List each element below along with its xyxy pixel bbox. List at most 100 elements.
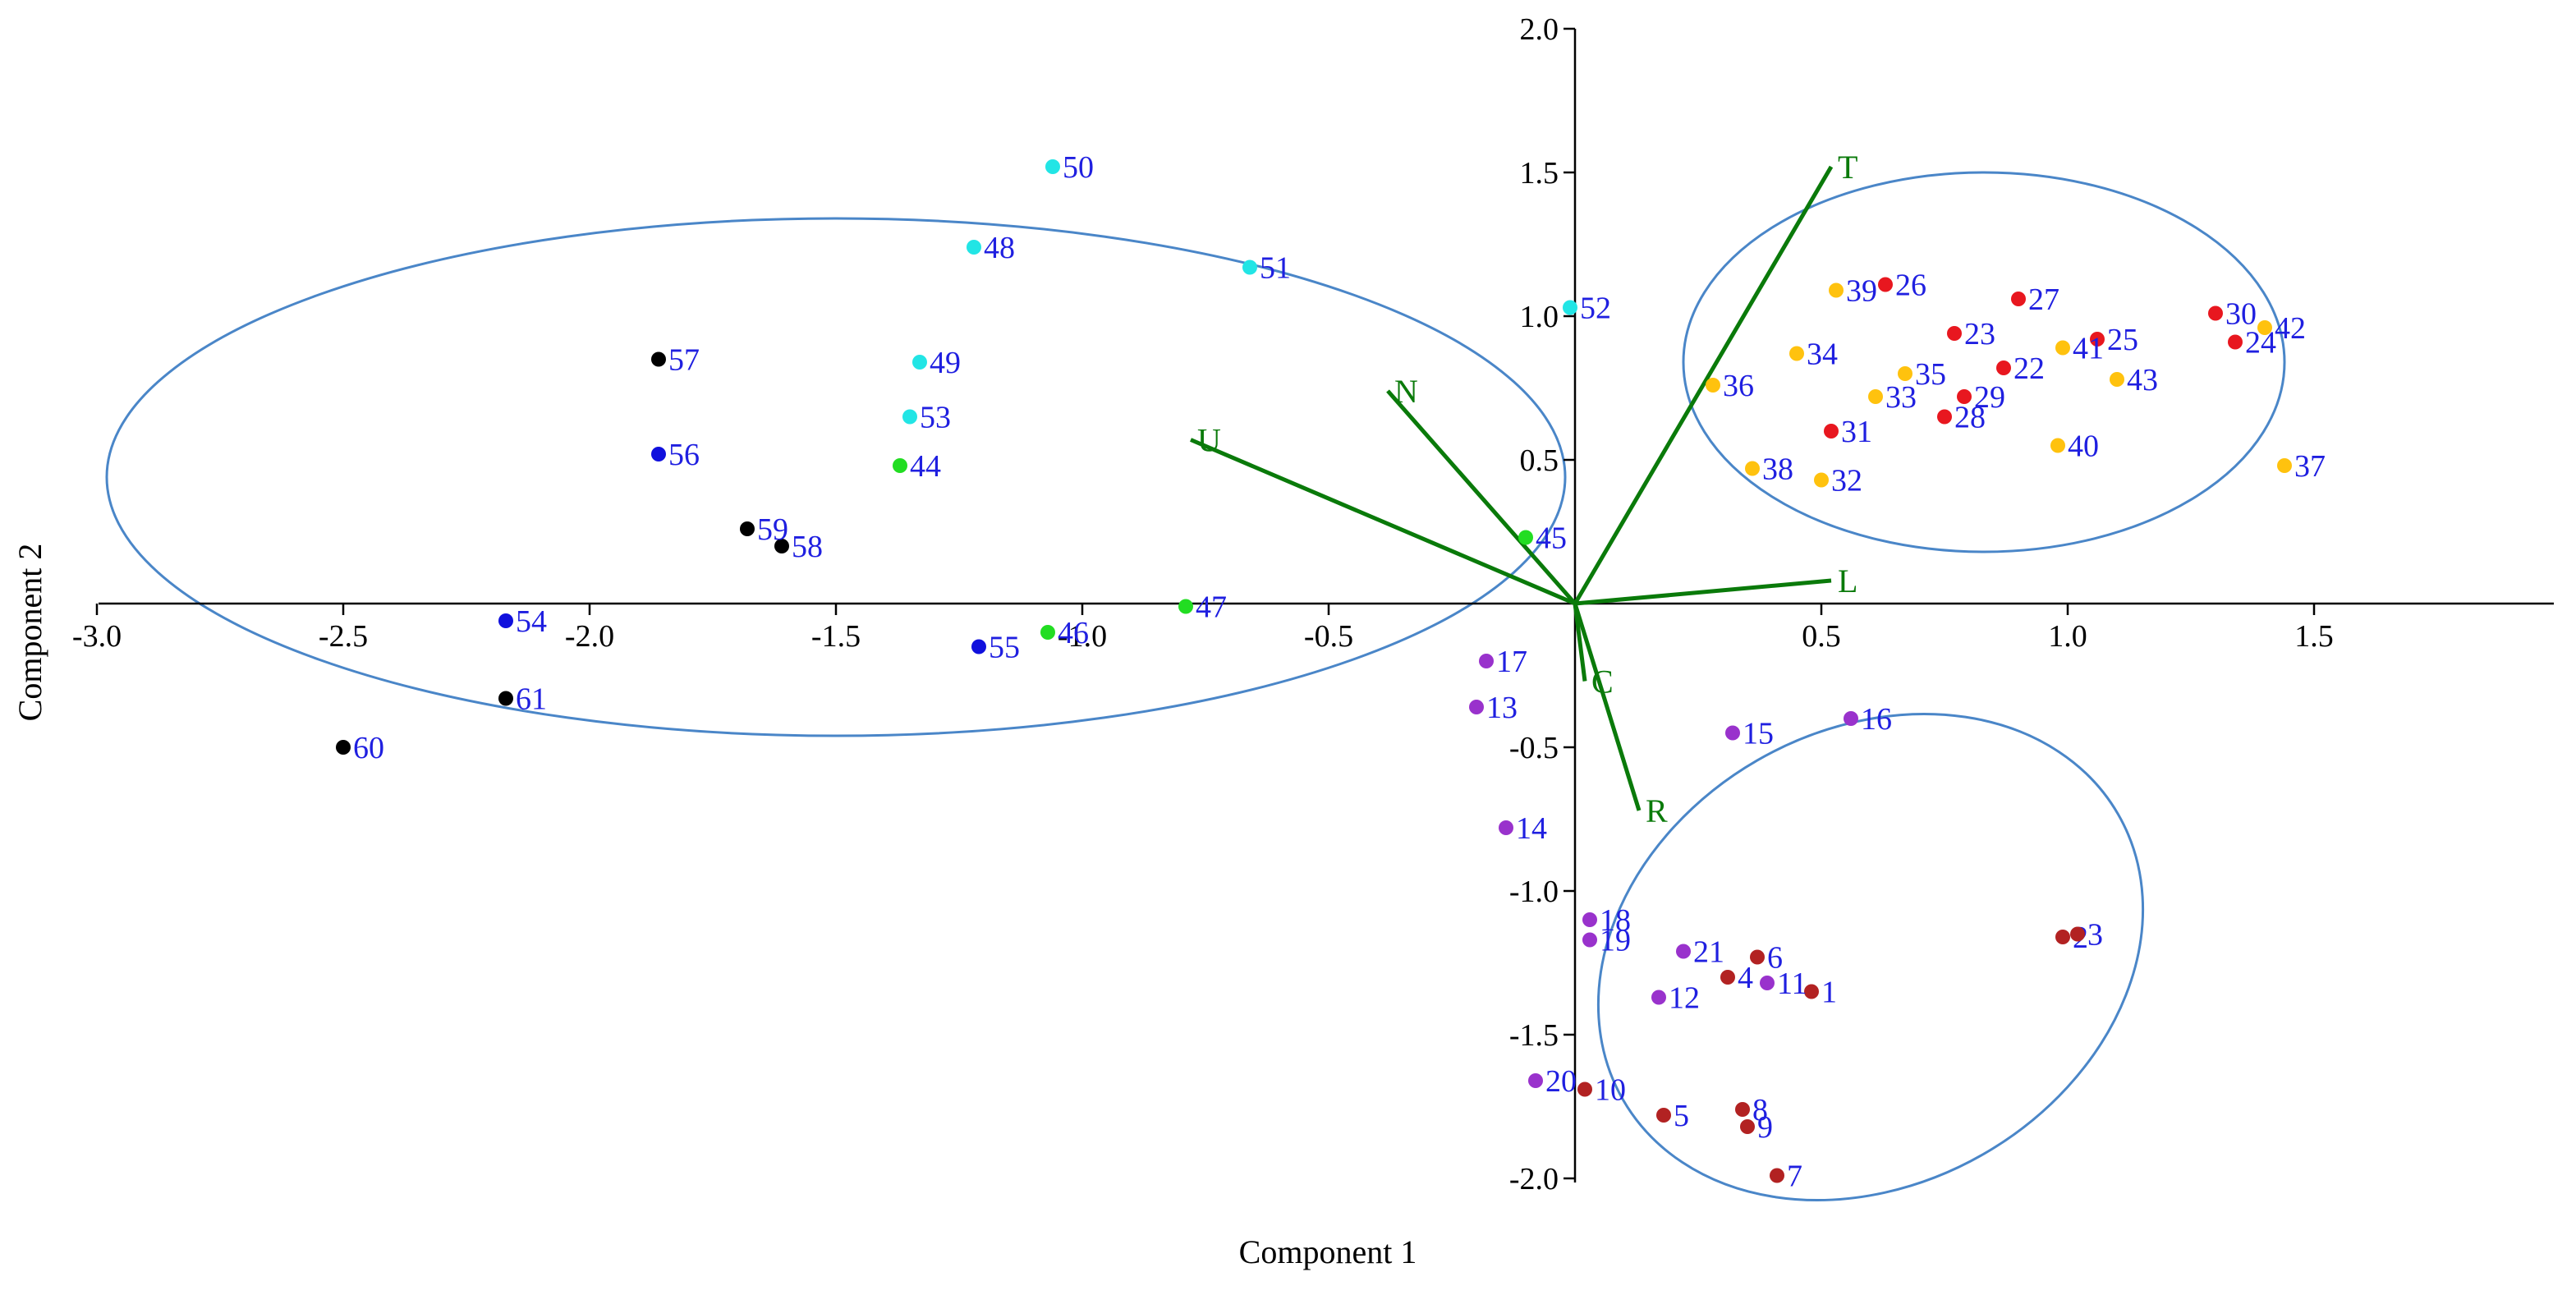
score-point-label-46: 46 xyxy=(1058,616,1089,650)
score-point-label-34: 34 xyxy=(1807,338,1838,372)
cluster-ellipse-2 xyxy=(1682,171,2286,553)
score-point-52 xyxy=(1563,300,1577,315)
x-tick-label: -1.0 xyxy=(1058,619,1107,654)
score-point-53 xyxy=(902,409,917,425)
score-point-26 xyxy=(1878,277,1893,292)
score-point-54 xyxy=(498,613,513,628)
score-point-label-10: 10 xyxy=(1595,1073,1626,1108)
score-point-35 xyxy=(1898,366,1912,381)
score-point-12 xyxy=(1651,990,1666,1005)
score-point-57 xyxy=(651,351,666,367)
score-point-40 xyxy=(2050,438,2065,453)
score-point-20 xyxy=(1528,1073,1543,1088)
x-tick-label: -1.5 xyxy=(811,619,861,654)
score-point-56 xyxy=(651,447,666,462)
score-point-label-15: 15 xyxy=(1743,717,1774,751)
score-point-label-48: 48 xyxy=(984,231,1015,265)
score-point-2 xyxy=(2055,930,2070,944)
score-point-label-51: 51 xyxy=(1260,251,1291,286)
score-point-label-12: 12 xyxy=(1669,981,1700,1016)
score-point-label-58: 58 xyxy=(792,530,823,564)
score-point-label-37: 37 xyxy=(2294,449,2326,484)
score-point-34 xyxy=(1789,346,1804,361)
score-point-label-52: 52 xyxy=(1580,292,1611,326)
score-point-24 xyxy=(2228,334,2243,350)
score-point-label-55: 55 xyxy=(989,631,1020,665)
score-point-49 xyxy=(912,355,927,370)
score-point-59 xyxy=(740,521,755,536)
score-point-41 xyxy=(2055,340,2070,356)
score-point-45 xyxy=(1518,530,1533,545)
loading-label-t: T xyxy=(1838,149,1857,186)
score-point-9 xyxy=(1740,1119,1755,1134)
loading-vector-u xyxy=(1190,438,1576,606)
score-point-18 xyxy=(1582,912,1597,927)
score-point-label-57: 57 xyxy=(668,343,700,378)
score-point-label-27: 27 xyxy=(2028,282,2059,317)
score-point-label-5: 5 xyxy=(1674,1099,1689,1133)
score-point-label-31: 31 xyxy=(1841,415,1872,449)
score-point-29 xyxy=(1957,389,1972,404)
score-point-label-36: 36 xyxy=(1723,369,1754,403)
score-points: 1234567891011121314151617181920212223242… xyxy=(336,150,2326,1194)
score-point-21 xyxy=(1676,944,1691,959)
loading-vector-n xyxy=(1386,389,1577,605)
score-point-28 xyxy=(1937,409,1952,425)
score-point-11 xyxy=(1760,976,1775,990)
score-point-label-9: 9 xyxy=(1757,1110,1773,1145)
x-tick-label: -2.0 xyxy=(565,619,614,654)
y-tick-label: 1.5 xyxy=(1520,156,1559,191)
y-tick-label: 0.5 xyxy=(1520,443,1559,478)
score-point-label-30: 30 xyxy=(2225,297,2257,332)
score-point-label-56: 56 xyxy=(668,438,700,472)
axes: -3.0 -2.5 -2.0 -1.5 -1.0 -0.5 0.5 1.0 1.5 2.0 1.5 1… xyxy=(72,12,2554,1196)
score-point-label-49: 49 xyxy=(930,346,961,380)
score-point-39 xyxy=(1829,282,1844,298)
score-point-label-61: 61 xyxy=(516,682,547,717)
score-point-25 xyxy=(2090,332,2105,347)
score-point-label-47: 47 xyxy=(1196,590,1227,625)
score-point-27 xyxy=(2011,292,2026,306)
score-point-38 xyxy=(1745,461,1760,476)
score-point-label-35: 35 xyxy=(1915,357,1946,392)
y-tick-label: -1.0 xyxy=(1509,875,1559,909)
y-tick-label: -0.5 xyxy=(1509,731,1559,765)
y-tick-label: 2.0 xyxy=(1520,12,1559,47)
score-point-label-19: 19 xyxy=(1600,924,1631,958)
x-tick-label: -2.5 xyxy=(319,619,368,654)
score-point-44 xyxy=(893,458,907,473)
score-point-label-59: 59 xyxy=(757,512,788,547)
score-point-label-29: 29 xyxy=(1974,380,2005,415)
loading-label-r: R xyxy=(1646,792,1668,829)
score-point-46 xyxy=(1040,625,1055,640)
x-axis-title: Component 1 xyxy=(1239,1233,1417,1270)
x-tick-label: -3.0 xyxy=(72,619,122,654)
score-point-label-1: 1 xyxy=(1821,976,1837,1010)
score-point-31 xyxy=(1824,424,1839,439)
score-point-label-8: 8 xyxy=(1752,1093,1768,1127)
y-axis-title: Component 2 xyxy=(11,544,48,722)
score-point-32 xyxy=(1814,472,1829,488)
loading-vector-t xyxy=(1573,165,1834,605)
score-point-label-45: 45 xyxy=(1536,521,1567,556)
score-point-label-43: 43 xyxy=(2127,363,2158,397)
score-point-8 xyxy=(1735,1102,1750,1117)
x-tick-label: -0.5 xyxy=(1304,619,1353,654)
score-point-22 xyxy=(1996,360,2011,375)
score-point-label-40: 40 xyxy=(2068,429,2099,464)
score-point-label-20: 20 xyxy=(1545,1064,1577,1099)
score-point-4 xyxy=(1720,970,1735,985)
loading-label-l: L xyxy=(1838,563,1857,599)
score-point-37 xyxy=(2277,458,2292,473)
loading-vector-l xyxy=(1574,578,1832,606)
loading-label-u: U xyxy=(1197,422,1221,459)
score-point-label-41: 41 xyxy=(2073,332,2104,366)
score-point-58 xyxy=(774,539,789,553)
x-tick-label: 1.5 xyxy=(2294,619,2334,654)
cluster-ellipses xyxy=(105,171,2286,1201)
score-point-label-17: 17 xyxy=(1496,645,1527,679)
score-point-label-38: 38 xyxy=(1762,452,1793,487)
x-tick-label: 1.0 xyxy=(2048,619,2087,654)
